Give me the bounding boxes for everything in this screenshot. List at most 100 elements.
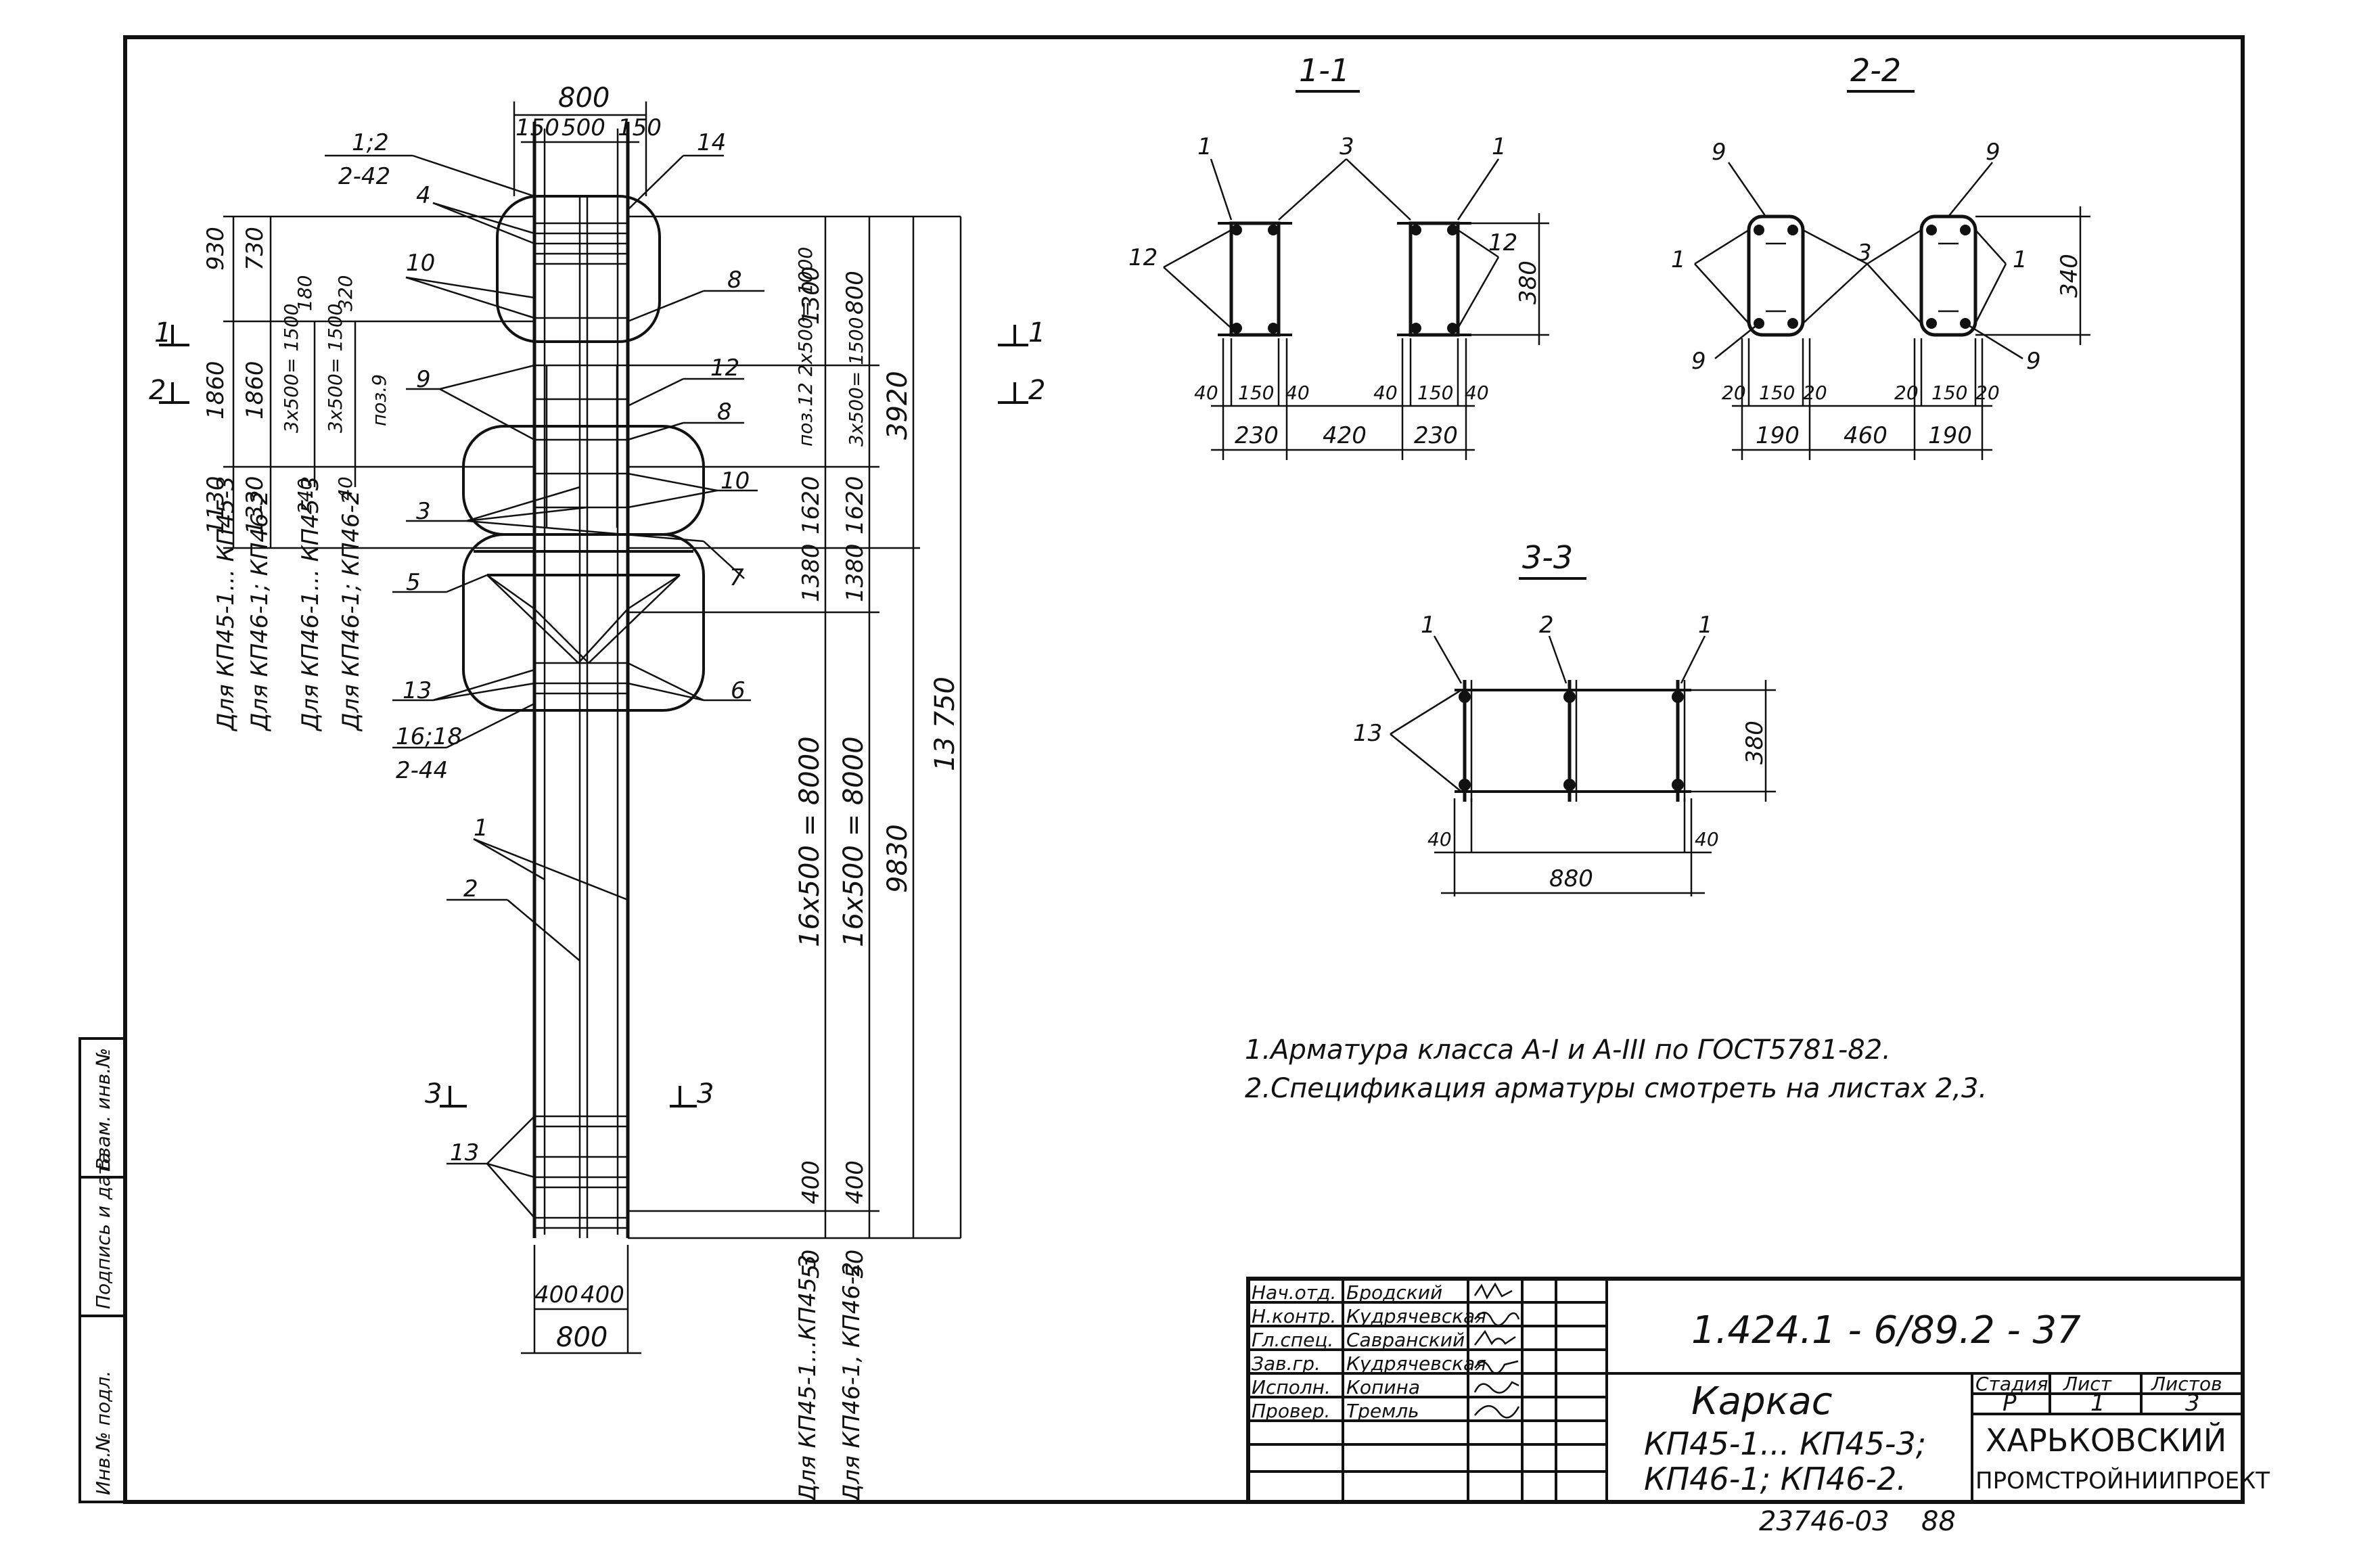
dim-right-1620b: 1620 (842, 476, 869, 534)
s22-callout-9d: 9 (2026, 348, 2041, 375)
callout-8a: 8 (727, 267, 742, 294)
s22-callout-9c: 9 (1691, 348, 1706, 375)
s11-callout-1b: 1 (1492, 133, 1507, 160)
elevation-view: 800 150 500 150 400 400 800 930 730 1860… (149, 83, 1045, 1503)
dim-left-1860a: 1860 (202, 361, 229, 419)
s22-dim-20b: 20 (1803, 382, 1827, 404)
dim-top-500: 500 (562, 114, 605, 141)
apply-label-2: Для КП46-1; КП46-2 (246, 490, 273, 732)
s22-callout-1a: 1 (1671, 246, 1686, 273)
tb-name-4: Копина (1346, 1376, 1420, 1398)
dim-left-730: 730 (242, 227, 269, 271)
dim-right-50a: 50 (798, 1250, 825, 1279)
s22-dim-150b: 150 (1931, 382, 1967, 404)
stamp-replace: Взам. инв.№ (92, 1048, 114, 1170)
section-3-3: 3-3 1 2 1 13 40 40 880 (1353, 539, 1776, 896)
dim-bot-400b: 400 (580, 1281, 624, 1308)
dim-inner-240: 240 (294, 478, 316, 514)
section-markers: 1 2 1 2 3 3 (149, 317, 1045, 1110)
dim-inner-3x500b: 3x500= 1500 (324, 304, 346, 433)
s11-dim-150a: 150 (1238, 382, 1274, 404)
section-title-1-1: 1-1 (1299, 52, 1350, 89)
s22-dim-460: 460 (1844, 422, 1887, 449)
s22-callout-9a: 9 (1712, 139, 1726, 166)
dim-left-930: 930 (202, 227, 229, 271)
dim-inner-poz9: поз.9 (368, 374, 390, 426)
callout-12: 12 (710, 355, 739, 382)
callout-10a: 10 (406, 250, 435, 277)
s33-callout-1b: 1 (1698, 612, 1713, 639)
tb-sheets: 3 (2185, 1390, 2200, 1417)
tb-name-2: Савранский (1346, 1329, 1465, 1351)
callout-2-44: 2-44 (396, 757, 448, 784)
callout-10b: 10 (720, 467, 750, 495)
dim-right-16x500b: 16x500 = 8000 (838, 736, 869, 947)
apply-label-1: Для КП45-1... КП45-3 (212, 476, 239, 732)
s11-dim-40d: 40 (1465, 382, 1489, 404)
apply-label-6: Для КП46-1, КП46-2 (838, 1262, 865, 1503)
dim-right-1300: 1300 (798, 266, 825, 325)
section-title-2-2: 2-2 (1850, 52, 1901, 89)
tb-role-0: Нач.отд. (1252, 1281, 1336, 1304)
section-title-3-3: 3-3 (1522, 539, 1573, 576)
s22-dim-150a: 150 (1759, 382, 1795, 404)
s22-dim-20a: 20 (1722, 382, 1746, 404)
callout-9: 9 (416, 366, 431, 393)
notes: 1.Арматура класса А-I и А-III по ГОСТ578… (1245, 1034, 1987, 1104)
dim-right-50b: 50 (842, 1250, 869, 1279)
callout-6: 6 (731, 677, 746, 704)
s22-dim-190b: 190 (1928, 422, 1972, 449)
dim-right-3x500: 3x500= 1500 (845, 317, 867, 447)
dim-left-1130: 1130 (202, 476, 229, 534)
s22-dim-20c: 20 (1894, 382, 1919, 404)
stamp-sign: Подпись и дата (92, 1152, 114, 1309)
callout-2-42: 2-42 (338, 163, 390, 190)
callout-13b: 13 (450, 1139, 479, 1166)
dim-right-poz12: поз.12 2x500= 1000 (794, 247, 817, 447)
tb-sheet: 1 (2090, 1390, 2105, 1417)
dim-inner-180: 180 (294, 275, 316, 311)
dim-right-1380a: 1380 (798, 543, 825, 602)
callout-13a: 13 (403, 677, 432, 704)
section-mark-1-right: 1 (1028, 317, 1045, 348)
sheet-frame (123, 35, 2245, 1504)
callout-3: 3 (416, 498, 431, 525)
tb-subtitle-2: КП46-1; КП46-2. (1644, 1461, 1906, 1497)
tb-role-2: Гл.спец. (1252, 1329, 1333, 1351)
section-2-2: 2-2 (1671, 52, 2090, 460)
s11-callout-3: 3 (1340, 133, 1354, 160)
title-block: Нач.отд. Бродский Н.контр. Кудрячевская … (1246, 1277, 2270, 1504)
dim-right-400b: 400 (842, 1160, 869, 1204)
callout-16-18: 16;18 (396, 723, 462, 750)
dim-top-150a: 150 (516, 114, 559, 141)
s11-dim-230b: 230 (1414, 422, 1458, 449)
s11-dim-40b: 40 (1285, 382, 1310, 404)
tb-title: Каркас (1691, 1379, 1833, 1423)
dim-right-400a: 400 (798, 1160, 825, 1204)
section-mark-2-right: 2 (1028, 375, 1045, 406)
dim-bot-800: 800 (556, 1322, 608, 1353)
s33-callout-1a: 1 (1421, 612, 1436, 639)
s22-dim-20d: 20 (1975, 382, 2000, 404)
dim-right-1380b: 1380 (842, 543, 869, 602)
dim-left-1860b: 1860 (242, 361, 269, 419)
s33-callout-13: 13 (1353, 720, 1382, 747)
s33-dim-40a: 40 (1427, 828, 1452, 850)
dim-right-13750: 13 750 (930, 677, 961, 771)
callout-7: 7 (729, 564, 744, 591)
callout-1: 1 (474, 815, 488, 842)
tb-subtitle-1: КП45-1... КП45-3; (1644, 1425, 1926, 1462)
callout-2: 2 (463, 875, 478, 903)
s11-dim-40a: 40 (1194, 382, 1218, 404)
s11-callout-12b: 12 (1488, 229, 1517, 256)
tb-sheet-label: Лист (2063, 1373, 2112, 1395)
tb-role-3: Зав.гр. (1252, 1352, 1321, 1375)
s33-dim-880: 880 (1549, 865, 1593, 892)
callout-14: 14 (697, 129, 726, 156)
tb-stage-label: Стадия (1975, 1373, 2048, 1395)
section-1-1: 1-1 1 3 (1128, 52, 1549, 460)
tb-name-1: Кудрячевская (1346, 1305, 1486, 1327)
tb-name-5: Тремль (1346, 1400, 1419, 1422)
callout-4: 4 (416, 182, 431, 209)
dim-inner-320: 320 (334, 275, 357, 311)
